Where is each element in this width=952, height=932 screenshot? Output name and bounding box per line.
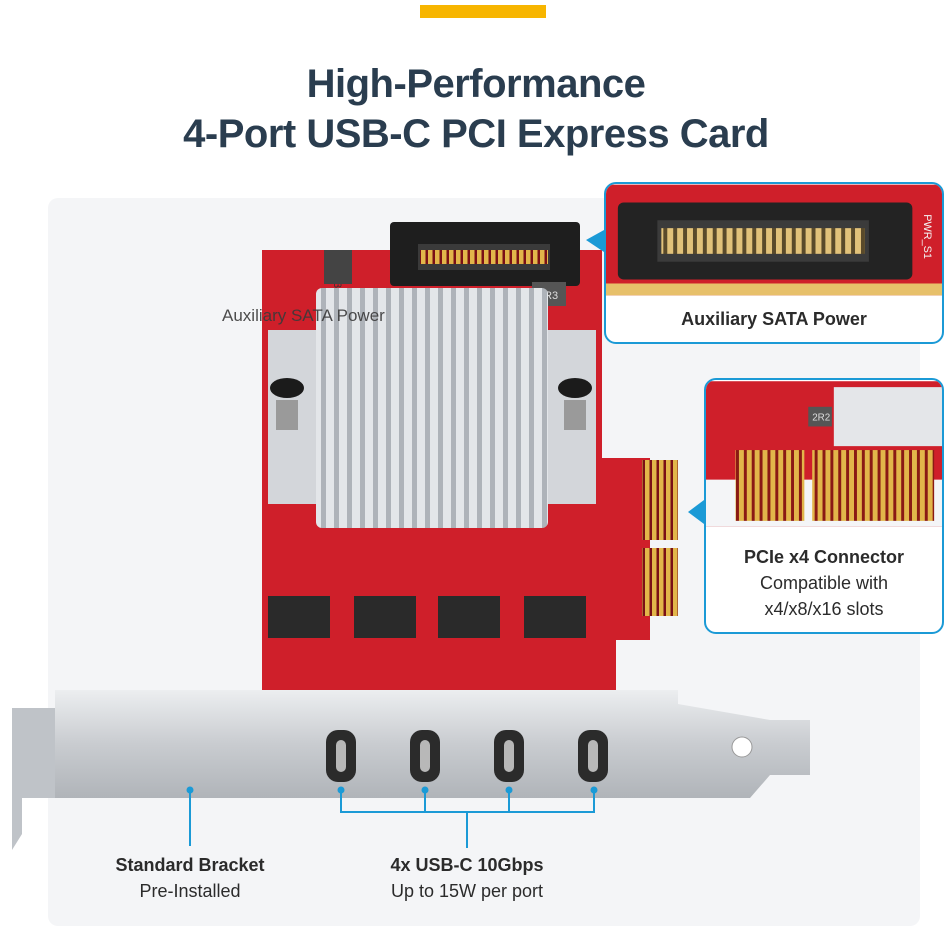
sata-zoom-image: PWR_S1 <box>606 184 942 296</box>
heatsink-push-pin-right <box>558 378 592 430</box>
heatsink-push-pin-left <box>270 378 304 430</box>
usb-c-ports <box>326 730 608 782</box>
controller-chip-row <box>268 596 586 638</box>
pcie-callout-line2: Compatible with <box>759 573 889 593</box>
ports-label-sub: Up to 15W per port <box>390 881 544 901</box>
ports-label: 4x USB-C 10Gbps Up to 15W per port <box>357 852 577 904</box>
pcie-gold-fingers <box>642 460 678 616</box>
accent-bar <box>420 5 546 18</box>
sata-power-connector <box>390 222 580 286</box>
pcie-zoom-image: 2R2 <box>706 381 942 527</box>
sata-callout-pointer <box>586 230 604 252</box>
heatsink <box>268 288 596 528</box>
bracket-label: Standard Bracket Pre-Installed <box>90 852 290 904</box>
ghost-sata-label: Auxiliary SATA Power <box>222 306 385 325</box>
pcie-zoom-silkscreen: 2R2 <box>812 413 830 424</box>
leader-dots <box>186 786 598 794</box>
sata-zoom-silkscreen: PWR_S1 <box>921 214 933 259</box>
pcie-callout-title: PCIe x4 Connector <box>743 547 905 567</box>
bracket-label-sub: Pre-Installed <box>139 881 241 901</box>
title-line-2: 4-Port USB-C PCI Express Card <box>183 112 769 156</box>
pcie-callout-pointer <box>688 500 704 524</box>
title-line-1: High-Performance <box>306 62 646 106</box>
sata-callout: PWR_S1 Auxiliary SATA Power <box>604 182 944 344</box>
bracket-label-title: Standard Bracket <box>115 855 265 875</box>
ports-label-title: 4x USB-C 10Gbps <box>390 855 544 875</box>
pcie-callout-line3: x4/x8/x16 slots <box>764 599 884 619</box>
sata-callout-label: Auxiliary SATA Power <box>681 309 867 329</box>
pcie-callout: 2R2 PCIe x4 Connector Compatible with x4… <box>704 378 944 634</box>
leader-lines <box>189 790 595 848</box>
